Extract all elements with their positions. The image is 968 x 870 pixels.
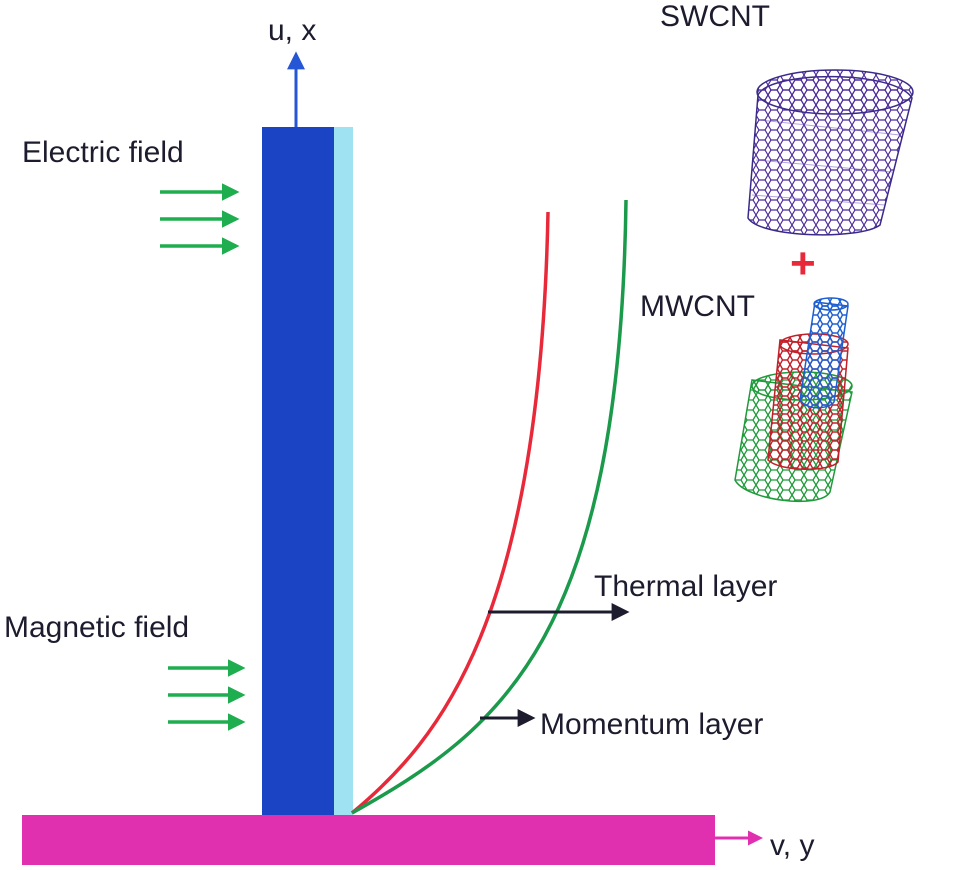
swcnt-image	[747, 69, 914, 236]
plus-sign: +	[790, 239, 816, 288]
momentum-layer-label: Momentum layer	[540, 708, 763, 741]
mwcnt-image	[734, 297, 853, 503]
y-axis-label: v, y	[770, 829, 814, 862]
plate-surface-layer	[334, 127, 353, 815]
electric-field-arrows	[160, 183, 240, 255]
magnetic-field-label: Magnetic field	[4, 611, 189, 644]
momentum-layer-curve	[351, 199, 628, 815]
base-plate	[22, 815, 715, 865]
swcnt-label: SWCNT	[660, 0, 770, 33]
thermal-layer-label: Thermal layer	[594, 570, 777, 603]
x-axis-label: u, x	[268, 14, 316, 47]
magnetic-field-arrows	[168, 659, 246, 731]
mwcnt-label: MWCNT	[640, 290, 755, 323]
vertical-plate	[262, 127, 334, 815]
electric-field-label: Electric field	[22, 136, 184, 169]
thermal-layer-curve	[350, 211, 550, 815]
